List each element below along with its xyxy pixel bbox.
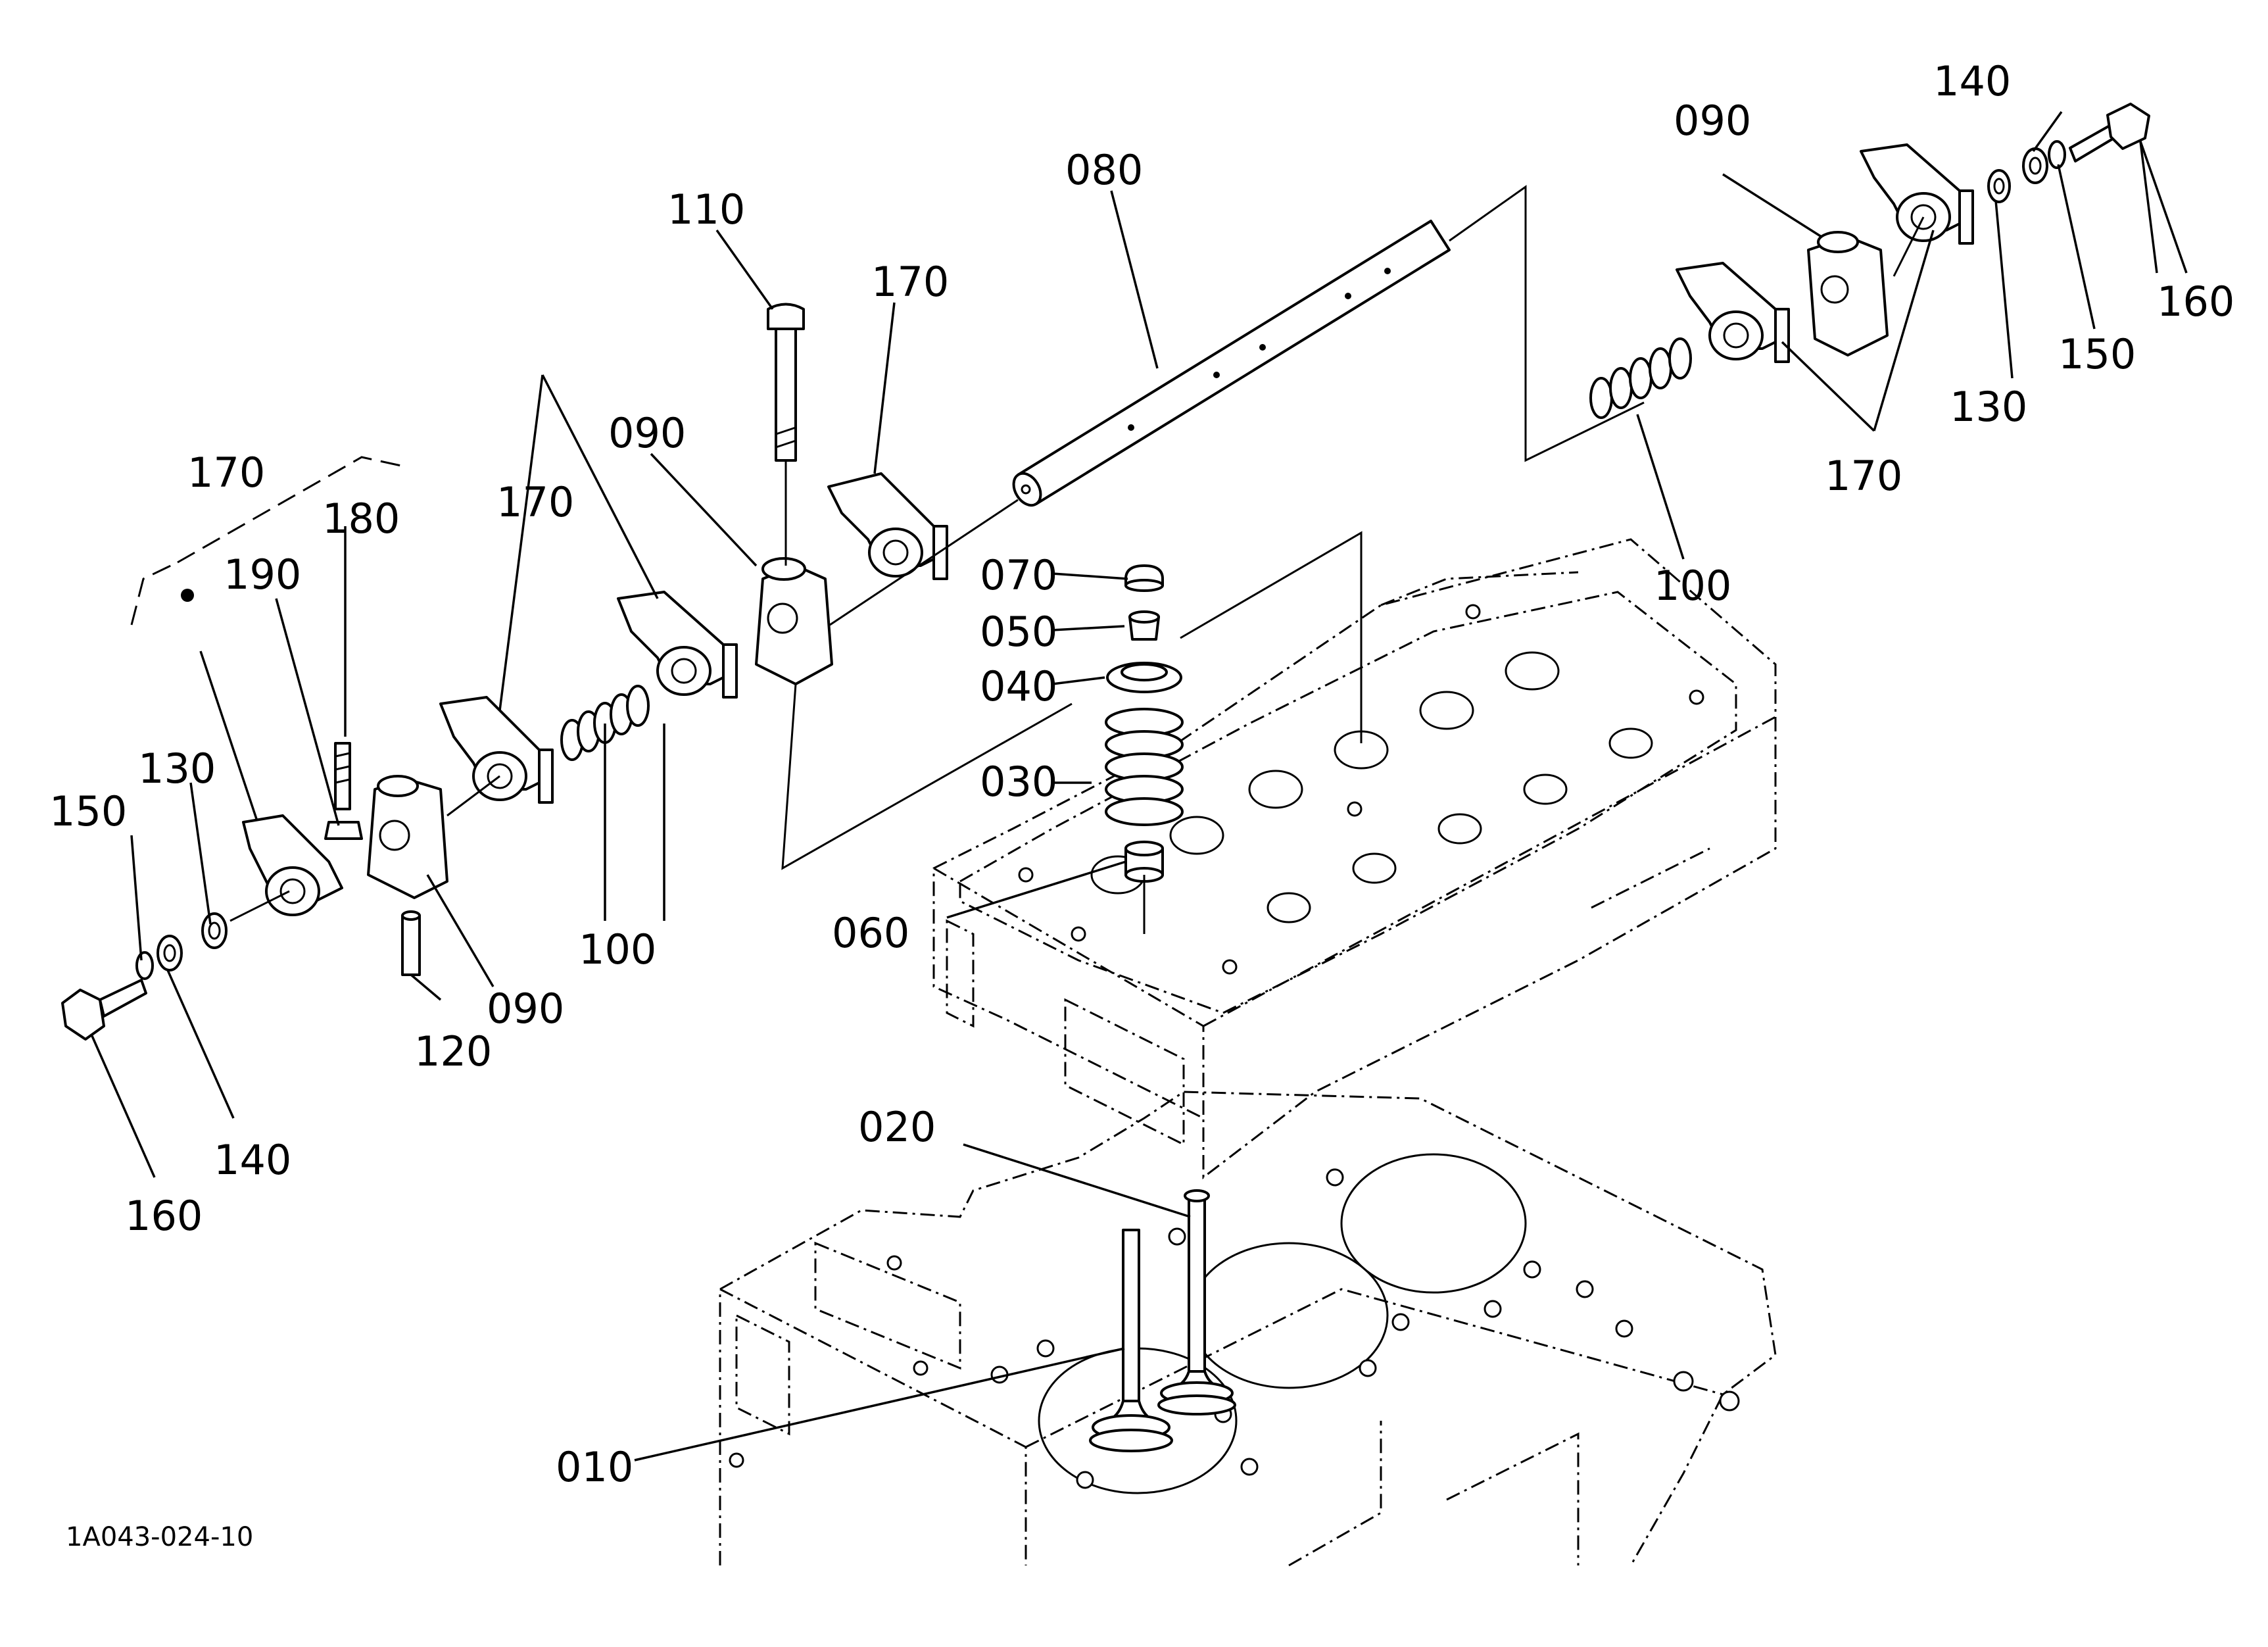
pin-120 [401,910,421,976]
bolt-160-right [2069,103,2150,162]
label-100-left: 100 [579,925,656,973]
label-170-right: 170 [1825,452,1902,500]
rocker-arm-170-e [1676,262,1790,363]
label-030: 030 [980,758,1057,806]
rocker-support-090-right [1807,231,1889,356]
washer-140-left [157,935,183,971]
label-080: 080 [1065,146,1143,194]
label-140-right: 140 [1933,57,2011,105]
adjusting-screw-180 [334,742,351,810]
label-160-right: 160 [2157,278,2234,326]
label-110: 110 [667,185,745,234]
label-090-center: 090 [608,409,686,457]
label-050: 050 [980,608,1057,656]
retainer-040 [1106,662,1182,693]
label-090-right: 090 [1674,97,1751,145]
label-120: 120 [414,1027,492,1075]
washer-130-right [1987,169,2011,203]
rocker-arm-170-c [439,696,554,804]
valve-cap-070 [1124,564,1164,592]
label-070: 070 [980,551,1057,599]
rocker-support-090-center [755,557,833,685]
rocker-arm-170-d [242,814,343,916]
label-090-left: 090 [487,985,564,1033]
label-170-center: 170 [871,258,949,306]
rocker-arm-170-b [617,591,738,699]
label-130-right: 130 [1950,383,2027,431]
spring-washer-150-left [135,951,154,980]
rocker-shaft-080 [1012,220,1451,507]
label-160-left: 160 [125,1192,203,1240]
collet-050 [1128,610,1160,641]
label-100-right: 100 [1654,562,1731,610]
label-170-bracket: 170 [187,449,265,497]
rocker-support-090-left [367,775,448,899]
label-180: 180 [322,495,400,543]
rocker-spring-100-left [560,685,650,761]
bolt-110 [767,303,805,462]
rocker-spring-100-right [1589,337,1692,419]
valve-seal-060 [1124,841,1164,883]
cylinder-head [932,538,1777,1180]
label-190: 190 [224,551,301,599]
rocker-arm-170-a [827,472,948,580]
spring-washer-150-right [2048,140,2066,169]
valve-spring-030 [1105,708,1184,826]
label-010: 010 [556,1443,633,1491]
label-140-left: 140 [214,1136,291,1184]
block-bolt-holes [729,1168,1740,1489]
drawing-code: 1A043-024-10 [66,1522,253,1552]
cylinder-block [719,1091,1777,1567]
valve-020 [1157,1189,1236,1415]
valve-010 [1089,1229,1173,1452]
label-060: 060 [832,909,909,957]
label-130-left: 130 [138,745,216,793]
nut-190 [324,821,363,840]
label-150-left: 150 [49,787,127,835]
leader-lines [91,111,2188,1462]
bolt-160-left [61,979,147,1041]
part-labels: 010 020 030 040 050 060 070 080 090 090 … [49,57,2234,1552]
washer-140-right [2022,147,2048,184]
label-020: 020 [858,1103,936,1151]
label-150-right: 150 [2058,330,2136,378]
washer-130-left [201,912,228,949]
label-040: 040 [980,662,1057,710]
label-170-left: 170 [496,478,574,526]
assembly-lines [130,185,1925,934]
